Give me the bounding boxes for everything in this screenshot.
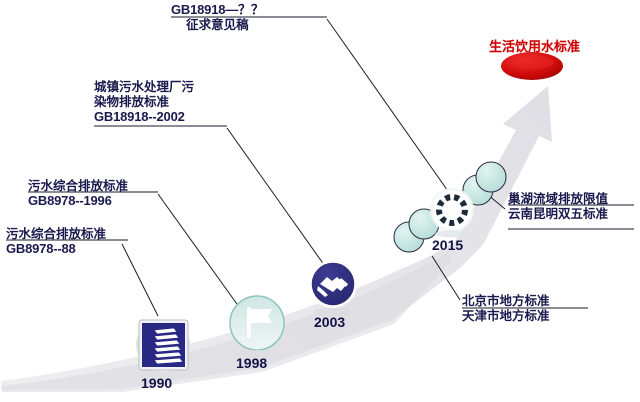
- annotation-gb18918-draft-line2: 征求意见稿: [186, 17, 249, 32]
- milestone-1998-icon[interactable]: [229, 295, 285, 358]
- year-label-2003: 2003: [314, 314, 346, 330]
- leader-lines: [6, 16, 634, 317]
- teal-bubble-cluster-right: [462, 161, 507, 206]
- year-label-2015: 2015: [432, 237, 464, 253]
- milestone-1990-icon[interactable]: [136, 319, 190, 378]
- annotation-gb8978-1996: 污水综合排放标准 GB8978--1996: [28, 178, 128, 208]
- annotation-gb8978-88-line1: 污水综合排放标准: [6, 226, 107, 241]
- leader-beijing: [431, 255, 461, 301]
- annotation-gb8978-1996-line1: 污水综合排放标准: [28, 178, 129, 193]
- milestone-2015-icon[interactable]: [430, 188, 474, 238]
- annotation-gb18918-draft: GB18918—？？ 征求意见稿: [171, 2, 264, 32]
- annotation-beijing-line1: 北京市地方标准: [462, 293, 550, 308]
- annotation-beijing-line2: 天津市地方标准: [462, 308, 550, 323]
- annotation-gb18918-2002-line2: 染物排放标准: [94, 94, 170, 109]
- goal-label: 生活饮用水标准: [489, 40, 581, 55]
- annotation-chaohu-line1: 巢湖流域排放限值: [508, 191, 609, 206]
- leader-gb8978-88: [121, 243, 159, 317]
- building-icon: [153, 327, 184, 365]
- annotation-gb18918-2002-line3: GB18918--2002: [94, 109, 185, 124]
- annotation-gb18918-2002-line1: 城镇污水处理厂污: [94, 79, 195, 94]
- leader-gb8978-1996: [157, 193, 243, 312]
- flag-icon: [247, 307, 272, 338]
- year-label-1990: 1990: [141, 375, 173, 391]
- annotation-gb8978-88-line2: GB8978--88: [6, 241, 76, 256]
- annotation-gb8978-1996-line2: GB8978--1996: [28, 193, 112, 208]
- annotation-gb8978-88: 污水综合排放标准 GB8978--88: [6, 226, 106, 256]
- annotation-chaohu-line2: 云南昆明双五标准: [508, 206, 609, 221]
- milestone-2003-icon[interactable]: [309, 260, 357, 316]
- annotation-chaohu-yunnan: 巢湖流域排放限值 云南昆明双五标准: [508, 191, 608, 221]
- annotation-beijing-tianjin: 北京市地方标准 天津市地方标准: [462, 293, 550, 323]
- year-label-1998: 1998: [236, 355, 268, 371]
- annotation-gb18918-2002: 城镇污水处理厂污 染物排放标准 GB18918--2002: [94, 79, 194, 124]
- annotation-gb18918-draft-line1: GB18918—？？: [171, 2, 264, 17]
- leader-gb18918-2002: [226, 127, 328, 270]
- handshake-icon: [317, 277, 348, 297]
- goal-marker-ellipse: [501, 52, 563, 80]
- dashed-ring-icon: [436, 194, 468, 226]
- leader-gb18918-draft: [326, 18, 451, 195]
